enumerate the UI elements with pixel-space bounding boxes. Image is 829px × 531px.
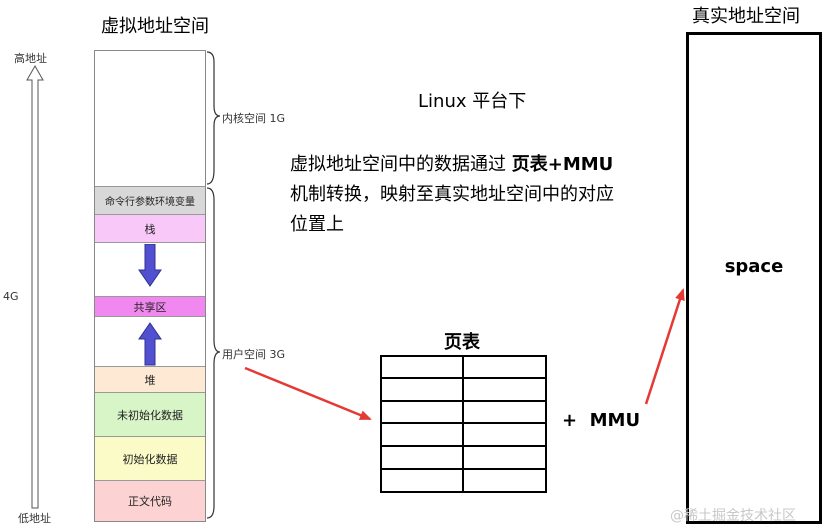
heap-growth-arrow: [138, 322, 162, 366]
space-label: space: [724, 256, 784, 277]
segment-bss: 未初始化数据: [95, 392, 205, 436]
segment-text: 正文代码: [95, 480, 205, 521]
description-line2: 机制转换，映射至真实地址空间中的对应: [290, 184, 614, 205]
low-address-label: 低地址: [18, 512, 51, 525]
segment-shared: 共享区: [95, 296, 205, 316]
high-address-label: 高地址: [14, 52, 47, 65]
segment-env: 命令行参数环境变量: [95, 186, 205, 214]
platform-label: Linux 平台下: [418, 91, 527, 112]
size-4g-label: 4G: [3, 290, 19, 303]
description-line1: 虚拟地址空间中的数据通过: [290, 154, 512, 175]
stack-growth-arrow: [138, 244, 162, 287]
virtual-to-pagetable-arrow: [244, 366, 372, 421]
region-braces: [206, 51, 221, 519]
page-table-grid: [380, 355, 547, 493]
user-space-label: 用户空间 3G: [222, 348, 286, 361]
segment-data: 初始化数据: [95, 436, 205, 480]
mmu-to-physical-arrow: [644, 288, 685, 405]
watermark: @稀土掘金技术社区: [670, 508, 796, 524]
description-highlight: 页表+MMU: [511, 154, 614, 175]
physical-space-title: 真实地址空间: [692, 6, 800, 27]
description: 虚拟地址空间中的数据通过 页表+MMU 机制转换，映射至真实地址空间中的对应 位…: [290, 150, 670, 240]
virtual-space-title: 虚拟地址空间: [101, 16, 209, 37]
segment-heap: 堆: [95, 366, 205, 392]
virtual-address-column: [94, 50, 206, 522]
segment-stack: 栈: [95, 214, 205, 242]
address-axis-arrow: [26, 64, 44, 509]
page-table-title: 页表: [444, 332, 480, 353]
physical-address-box: [686, 32, 822, 524]
description-line3: 位置上: [290, 214, 344, 235]
kernel-space-label: 内核空间 1G: [222, 112, 286, 125]
mmu-label: + MMU: [562, 410, 641, 431]
